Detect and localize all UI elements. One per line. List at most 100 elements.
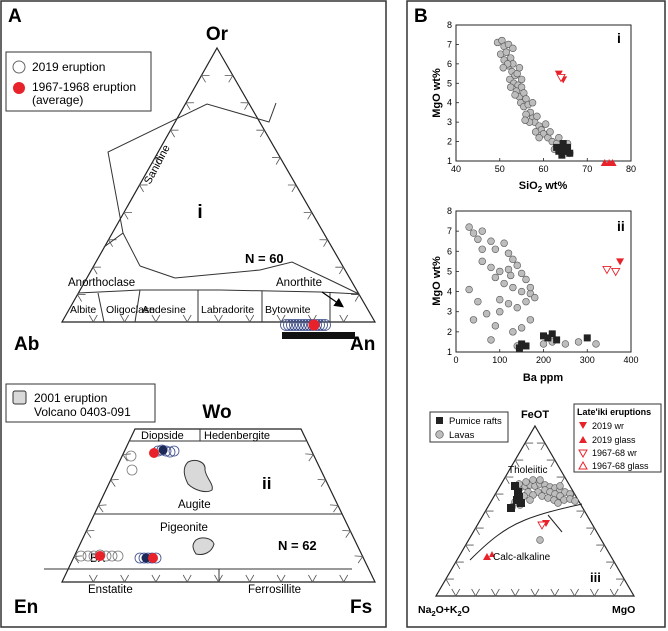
feld-right-tick xyxy=(240,102,250,110)
glass2019-point xyxy=(608,158,617,166)
afm-bottom-tick xyxy=(570,588,579,597)
label-labradorite: Labradorite xyxy=(201,304,254,316)
pyx-bottom-tick xyxy=(120,574,129,583)
pumice-point xyxy=(544,334,552,342)
legend-1967-average: (average) xyxy=(32,93,83,107)
roman-ii: ii xyxy=(262,474,271,493)
afm-roman-iii: iii xyxy=(590,570,601,585)
label-oligoclase: Oligoclase xyxy=(106,304,155,316)
y-tick-label: 7 xyxy=(447,226,452,236)
lava-point xyxy=(506,271,515,280)
lava-point xyxy=(528,99,537,107)
pyroxene-diagram: Wo En Fs ii N = 62 Diopside Hedenbergite… xyxy=(5,383,376,618)
feld-bottom-tick xyxy=(276,314,286,323)
afm-lava-point xyxy=(526,496,534,504)
lava-point xyxy=(487,336,495,344)
lava-point xyxy=(555,133,563,142)
lava-point xyxy=(526,316,535,324)
y-tick-label: 6 xyxy=(447,246,452,256)
afm-left-tick xyxy=(455,561,464,570)
wr1967-point xyxy=(602,265,612,275)
plot-ii-ylabel: MgO wt% xyxy=(431,256,443,306)
lava-point xyxy=(482,310,491,318)
vertex-ab: Ab xyxy=(14,334,39,355)
afm-pumice-point xyxy=(507,504,515,512)
sanidine-field-boundary xyxy=(103,102,277,248)
plot-ii-frame xyxy=(455,210,632,353)
afm-glass2019-point xyxy=(489,551,495,557)
label-calc-alkaline: Calc-alkaline xyxy=(493,552,551,563)
pumice-point xyxy=(522,342,530,350)
afm-pumice-point xyxy=(517,499,525,507)
afm-lava-point xyxy=(536,536,544,544)
afm-left-tick xyxy=(474,527,484,536)
legend-1967-wr: 1967-68 wr xyxy=(592,448,637,458)
plot-i-data xyxy=(493,36,617,166)
lava-point xyxy=(509,255,517,264)
feld-bottom-tick xyxy=(214,314,223,323)
y-tick-label: 2 xyxy=(447,327,452,337)
afm-lava-point xyxy=(571,497,579,505)
feld-right-tick xyxy=(272,157,281,165)
anorthoclase-boundary-2 xyxy=(139,265,176,279)
pyx-right-tick xyxy=(329,504,339,513)
pumice-point xyxy=(540,332,547,340)
afm-legend-2 xyxy=(573,403,662,473)
pyroxene-bx-1967 xyxy=(95,551,105,561)
lava-point xyxy=(500,239,508,247)
lava-point xyxy=(469,229,478,237)
feldspar-ternary: Or Ab An i N = 60 Sanidine Anorthoclase … xyxy=(5,24,377,355)
pyroxene-data-points xyxy=(75,444,180,564)
label-tholeiitic: Tholeiitic xyxy=(508,465,547,476)
lava-point xyxy=(504,299,513,308)
lava-point xyxy=(478,245,486,253)
feld-left-tick xyxy=(123,211,133,220)
oligoclase-andesine-divider xyxy=(134,289,141,323)
y-tick-label: 3 xyxy=(447,117,452,127)
pyx-right-tick xyxy=(317,479,327,487)
afm-lava-point xyxy=(529,476,537,484)
feld-left-tick xyxy=(200,74,210,83)
feldspar-legend-box xyxy=(5,51,152,112)
pumice-point xyxy=(548,330,556,338)
lava-point xyxy=(478,227,486,235)
lava-point xyxy=(465,285,473,294)
lava-point xyxy=(496,295,504,304)
legend-pumice: Pumice rafts xyxy=(449,416,502,427)
y-tick-label: 8 xyxy=(447,206,452,216)
pyroxene-bx-ring xyxy=(82,550,94,562)
afm-pumice-point xyxy=(515,493,523,501)
plagioclase-top-boundary xyxy=(77,289,360,295)
feld-left-tick xyxy=(92,266,102,275)
afm-right-tick xyxy=(616,578,625,587)
lava-point xyxy=(491,273,500,282)
afm-lava-point xyxy=(536,476,544,484)
afm-right-tick xyxy=(586,527,596,536)
tholeiitic-calc-alkaline-line xyxy=(469,503,583,561)
lava-point xyxy=(517,324,526,332)
y-tick-label: 2 xyxy=(447,137,452,147)
feld-bottom-tick xyxy=(88,314,98,323)
lava-point xyxy=(517,75,526,84)
n-label-pyroxene: N = 62 xyxy=(278,538,317,553)
pyx-bottom-tick xyxy=(151,574,161,583)
anorthite-arrow xyxy=(321,291,344,308)
pyx-left-tick xyxy=(122,453,131,462)
pumice-point xyxy=(555,147,563,155)
y-tick-label: 1 xyxy=(447,156,452,166)
label-hedenbergite: Hedenbergite xyxy=(204,430,270,442)
vertex-an: An xyxy=(350,334,375,355)
anorthite-boundary xyxy=(174,261,360,295)
vertex-feot: FeOT xyxy=(521,409,549,421)
legend-2019-glass: 2019 glass xyxy=(592,435,636,445)
label-anorthoclase: Anorthoclase xyxy=(68,277,135,289)
afm-left-tick xyxy=(484,510,494,519)
lava-point xyxy=(531,293,539,302)
lava-point xyxy=(513,303,521,312)
x-tick-label: 0 xyxy=(453,355,458,365)
afm-lava-point xyxy=(554,499,562,507)
y-tick-label: 1 xyxy=(447,347,452,357)
